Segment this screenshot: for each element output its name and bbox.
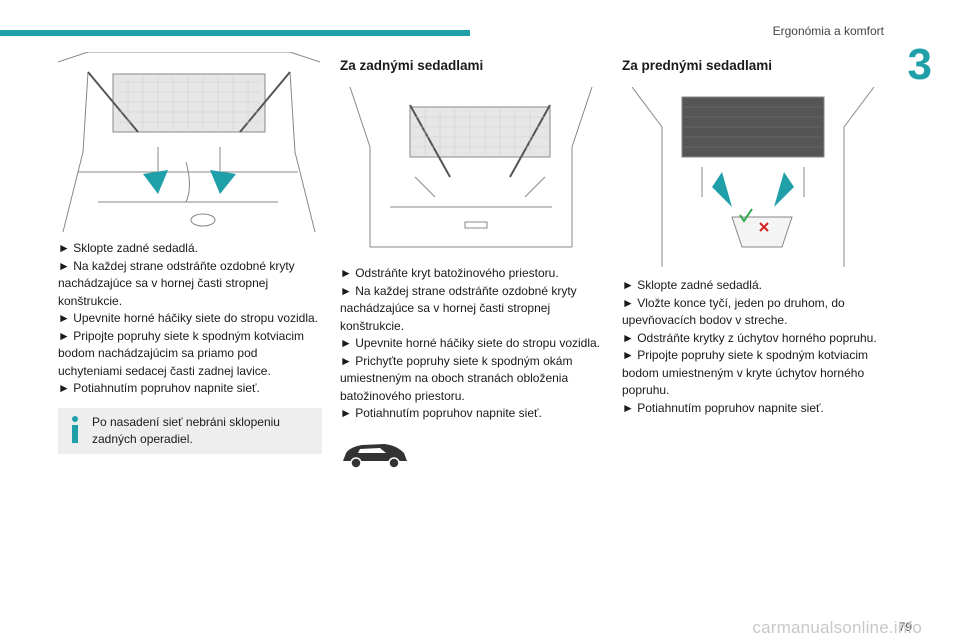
page-number: 79 [898,620,912,634]
instruction-step: ► Sklopte zadné sedadlá. [58,241,198,255]
instruction-step: ► Odstráňte kryt batožinového priestoru. [340,266,559,280]
section-title-behind-front-seats: Za prednými sedadlami [622,58,773,73]
column-behind-rear-seats: Za zadnými sedadlami ► Odstráňte kryt ba… [340,52,602,474]
instruction-step: ► Odstráňte krytky z úchytov horného pop… [622,330,877,345]
illustration-net-behind-front-seats [622,87,884,275]
info-note-text: Po nasadení sieť nebráni sklopeniu zadný… [92,414,280,446]
instruction-list: ► Sklopte zadné sedadlá. ► Vložte konce … [622,277,884,417]
instruction-step: ► Na každej strane odstráňte ozdobné kry… [340,283,577,333]
instruction-step: ► Potiahnutím popruhov napnite sieť. [622,400,824,415]
instruction-step: ► Pripojte popruhy siete k spodným kotvi… [58,328,304,378]
info-icon [72,415,78,443]
instruction-step: ► Upevnite horné háčiky siete do stropu … [340,336,601,350]
chapter-number: 3 [907,40,932,89]
car-icon [343,443,407,469]
illustration-net-behind-rear-seats [340,87,602,259]
section-header-title: Ergonómia a komfort [772,24,884,38]
instruction-step: ► Prichyťte popruhy siete k spodným okám… [340,353,573,403]
instruction-step: ► Pripojte popruhy siete k spodným kotvi… [622,348,868,397]
instruction-step: ► Vložte konce tyčí, jeden po druhom, do… [622,295,845,328]
instruction-step: ► Potiahnutím popruhov napnite sieť. [340,406,542,420]
column-behind-front-seats: Za prednými sedadlami ► Sklopte zadné se… [622,52,884,417]
instruction-step: ► Upevnite horné háčiky siete do stropu … [58,311,319,325]
info-note: Po nasadení sieť nebráni sklopeniu zadný… [58,407,322,454]
section-title-behind-rear-seats: Za zadnými sedadlami [340,58,484,73]
instruction-list: ► Sklopte zadné sedadlá. ► Na každej str… [58,240,320,398]
illustration-net-folded-seats [58,52,320,234]
instruction-step: ► Sklopte zadné sedadlá. [622,278,762,292]
instruction-step: ► Potiahnutím popruhov napnite sieť. [58,381,260,395]
instruction-list: ► Odstráňte kryt batožinového priestoru.… [340,265,602,423]
instruction-step: ► Na každej strane odstráňte ozdobné kry… [58,258,295,308]
column-rear-seats-folded: ► Sklopte zadné sedadlá. ► Na každej str… [58,52,322,454]
watermark: carmanualsonline.info [752,618,922,637]
header-rule [0,30,470,36]
